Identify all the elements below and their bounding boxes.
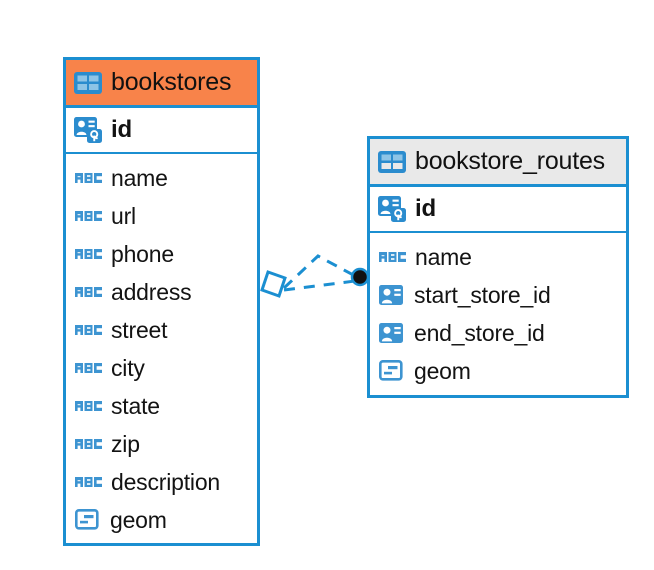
geometry-icon bbox=[378, 359, 405, 382]
field-label: name bbox=[111, 164, 168, 191]
field-label: city bbox=[111, 354, 145, 381]
field-label: zip bbox=[111, 430, 140, 457]
filled-circle-marker bbox=[350, 267, 370, 287]
primary-key-row[interactable]: id bbox=[370, 187, 626, 233]
relationship-line-upper bbox=[282, 254, 358, 290]
abc-icon bbox=[75, 361, 102, 375]
primary-key-icon bbox=[74, 117, 102, 143]
table-icon bbox=[378, 150, 406, 173]
entity-title: bookstores bbox=[111, 68, 232, 96]
abc-icon bbox=[75, 209, 102, 223]
entity-bookstore-routes[interactable]: bookstore_routes id bbox=[367, 136, 629, 398]
field-label: address bbox=[111, 278, 192, 305]
field-label: start_store_id bbox=[414, 281, 551, 308]
entity-header-bookstore-routes[interactable]: bookstore_routes bbox=[370, 139, 626, 187]
field-row-address[interactable]: address bbox=[66, 273, 257, 311]
relationship-line-lower bbox=[283, 279, 356, 292]
primary-key-row[interactable]: id bbox=[66, 108, 257, 154]
field-label: geom bbox=[414, 357, 471, 384]
field-row-geom[interactable]: geom bbox=[66, 501, 257, 539]
field-row-zip[interactable]: zip bbox=[66, 425, 257, 463]
foreign-key-icon bbox=[379, 322, 405, 344]
field-row-url[interactable]: url bbox=[66, 197, 257, 235]
field-list-bookstores: name ur bbox=[66, 154, 257, 543]
table-icon bbox=[74, 71, 102, 94]
field-row-state[interactable]: state bbox=[66, 387, 257, 425]
field-list-bookstore-routes: name start_store_id bbox=[370, 233, 626, 394]
abc-icon bbox=[75, 475, 102, 489]
field-row-street[interactable]: street bbox=[66, 311, 257, 349]
abc-icon bbox=[75, 285, 102, 299]
abc-icon bbox=[75, 171, 102, 185]
foreign-key-icon bbox=[379, 284, 405, 306]
primary-key-icon bbox=[378, 196, 406, 222]
field-row-phone[interactable]: phone bbox=[66, 235, 257, 273]
field-label: street bbox=[111, 316, 168, 343]
geometry-icon bbox=[74, 508, 101, 531]
field-row-name[interactable]: name bbox=[370, 238, 626, 276]
field-label: end_store_id bbox=[414, 319, 545, 346]
entity-bookstores[interactable]: bookstores id bbox=[63, 57, 260, 546]
abc-icon bbox=[379, 250, 406, 264]
field-row-city[interactable]: city bbox=[66, 349, 257, 387]
primary-key-label: id bbox=[111, 116, 132, 143]
field-row-description[interactable]: description bbox=[66, 463, 257, 501]
field-row-end-store-id[interactable]: end_store_id bbox=[370, 314, 626, 352]
field-row-name[interactable]: name bbox=[66, 159, 257, 197]
abc-icon bbox=[75, 323, 102, 337]
abc-icon bbox=[75, 399, 102, 413]
field-label: url bbox=[111, 202, 136, 229]
field-row-geom[interactable]: geom bbox=[370, 352, 626, 390]
field-label: phone bbox=[111, 240, 174, 267]
field-row-start-store-id[interactable]: start_store_id bbox=[370, 276, 626, 314]
field-label: state bbox=[111, 392, 160, 419]
diamond-marker bbox=[260, 270, 287, 298]
entity-header-bookstores[interactable]: bookstores bbox=[66, 60, 257, 108]
field-label: geom bbox=[110, 506, 167, 533]
field-label: name bbox=[415, 243, 472, 270]
field-label: description bbox=[111, 468, 221, 495]
entity-title: bookstore_routes bbox=[415, 147, 605, 175]
primary-key-label: id bbox=[415, 195, 436, 222]
abc-icon bbox=[75, 247, 102, 261]
abc-icon bbox=[75, 437, 102, 451]
